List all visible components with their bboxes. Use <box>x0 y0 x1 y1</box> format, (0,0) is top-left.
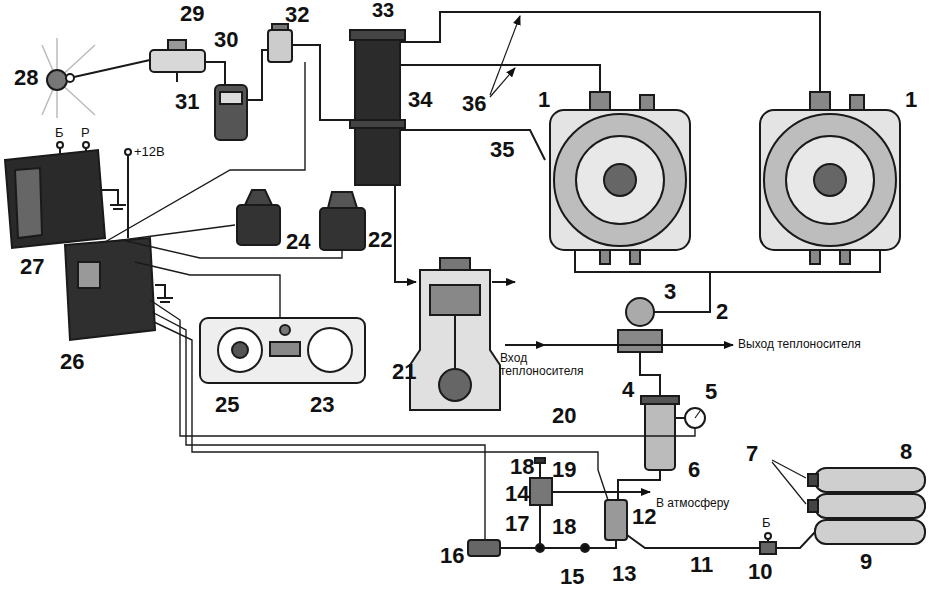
callout-number: 13 <box>612 562 636 585</box>
callout-number: 24 <box>286 230 310 253</box>
callout-number: 9 <box>860 550 872 573</box>
callout-number: 1 <box>905 88 917 111</box>
text-label: +12В <box>134 145 165 159</box>
callout-number: 17 <box>505 512 529 535</box>
callout-number: 10 <box>748 560 772 583</box>
callout-number: 7 <box>746 442 758 465</box>
callout-number: 6 <box>688 458 700 481</box>
callout-number: 27 <box>20 255 44 278</box>
callout-number: 12 <box>632 505 656 528</box>
callout-number: 23 <box>310 393 334 416</box>
callout-number: 8 <box>900 440 912 463</box>
callout-number: 3 <box>664 280 676 303</box>
text-label: В атмосферу <box>656 497 729 510</box>
callout-number: 25 <box>215 393 239 416</box>
callout-number: 5 <box>705 380 717 403</box>
callout-number: 33 <box>372 0 394 21</box>
callout-number: 1 <box>538 88 550 111</box>
callout-number: 28 <box>12 66 40 89</box>
text-label: Б <box>55 126 64 140</box>
callout-number: 18 <box>552 515 576 538</box>
callout-number: 26 <box>60 350 84 373</box>
callout-number: 11 <box>690 553 713 576</box>
callout-number: 35 <box>490 138 514 161</box>
callout-number: 20 <box>552 404 576 427</box>
callout-number: 22 <box>368 228 392 251</box>
callout-number: 34 <box>408 88 432 111</box>
callout-number: 32 <box>285 3 309 26</box>
callout-number: 18 <box>510 455 534 478</box>
callout-number: 31 <box>175 90 199 113</box>
callout-number: 16 <box>440 544 464 567</box>
callout-number: 19 <box>552 458 576 481</box>
callout-number: 21 <box>392 360 416 383</box>
callout-number: 29 <box>180 2 204 25</box>
callout-number: 2 <box>716 300 728 323</box>
text-label: Выход теплоносителя <box>738 338 861 351</box>
callout-number: 4 <box>622 378 634 401</box>
callout-number: 14 <box>505 482 529 505</box>
text-label: Б <box>762 516 771 530</box>
callout-number: 36 <box>462 92 486 115</box>
text-label: Вход теплоносителя <box>500 352 590 377</box>
callout-number: 30 <box>214 28 238 51</box>
text-label: Р <box>81 126 90 140</box>
callout-number: 15 <box>560 565 584 588</box>
